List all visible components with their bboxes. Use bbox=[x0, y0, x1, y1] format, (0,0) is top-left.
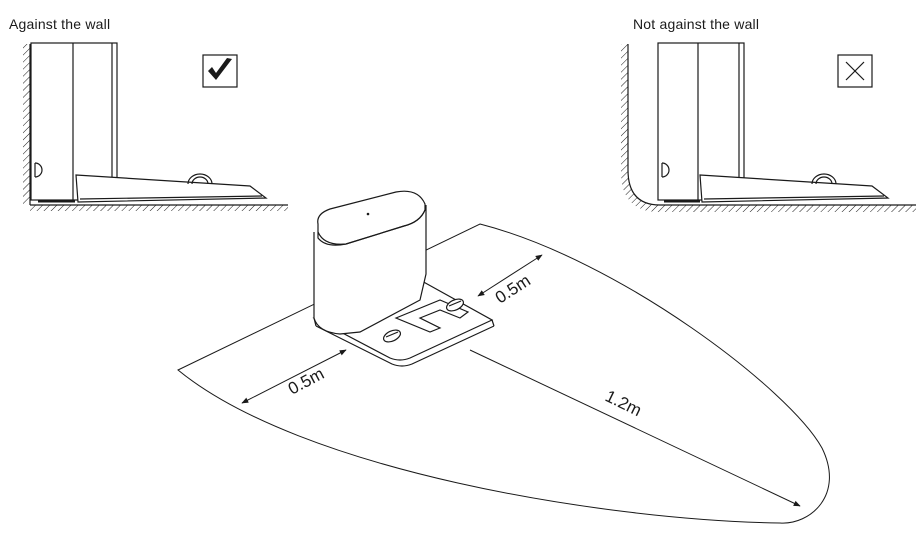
charging-dock bbox=[312, 190, 495, 367]
floor-hatch bbox=[30, 205, 288, 211]
x-mark-icon bbox=[837, 54, 873, 88]
inset-not-against-wall bbox=[621, 42, 916, 212]
left-clearance-arrow bbox=[241, 349, 347, 404]
caption-against-wall: Against the wall bbox=[9, 16, 111, 32]
right-clearance-arrow bbox=[477, 254, 543, 297]
clearance-zone bbox=[177, 223, 830, 524]
inset-against-wall bbox=[23, 42, 288, 211]
wall-hatch bbox=[23, 44, 30, 204]
indicator-light bbox=[366, 212, 370, 216]
dock-side-view bbox=[30, 42, 268, 203]
front-clearance-arrow bbox=[469, 349, 801, 507]
check-mark-icon bbox=[202, 54, 238, 88]
caption-not-against-wall: Not against the wall bbox=[633, 16, 760, 32]
clearance-boundary bbox=[177, 223, 830, 524]
dock-side-view bbox=[657, 42, 890, 203]
